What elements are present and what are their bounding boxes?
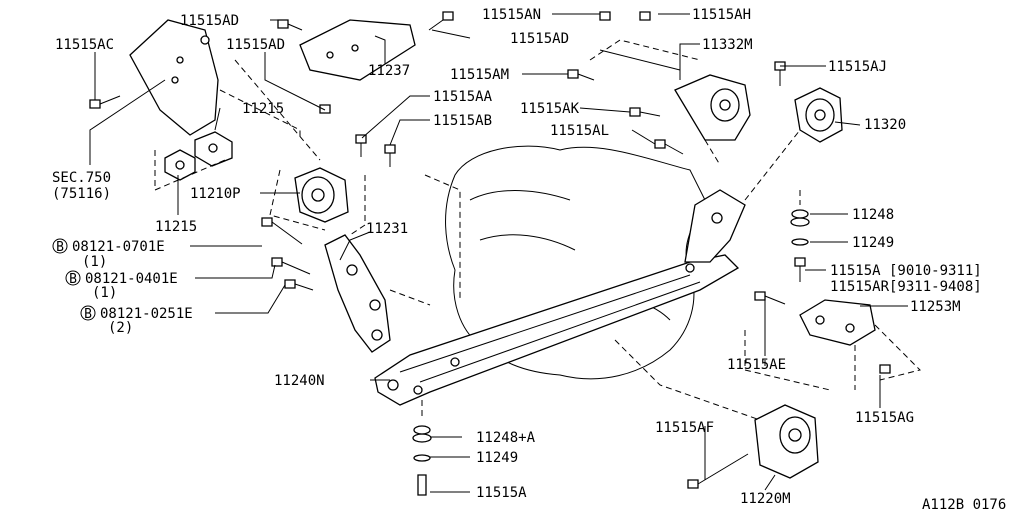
bolt-marker-icon: B	[56, 240, 64, 255]
label-08121-0701E: 08121-0701E	[72, 239, 165, 255]
label-11515AD-mid: 11515AD	[226, 37, 285, 53]
bracket-11253M	[799, 299, 876, 346]
label-11215-top: 11215	[242, 101, 284, 117]
label-sec750: SEC.750	[52, 170, 111, 186]
leader-lines	[89, 13, 908, 493]
bolts	[89, 11, 891, 489]
bracket-11332M	[599, 49, 751, 141]
label-11515AE: 11515AE	[727, 357, 786, 373]
label-11515AD-right: 11515AD	[510, 31, 569, 47]
label-11320: 11320	[864, 117, 906, 133]
label-11240N: 11240N	[274, 373, 325, 389]
label-08121-0701E-qty: (1)	[82, 254, 107, 270]
label-11515AK: 11515AK	[520, 101, 580, 117]
label-11515A-range: 11515A [9010-9311]	[830, 263, 982, 279]
label-11515AH: 11515AH	[692, 7, 751, 23]
bracket-11237	[299, 19, 416, 81]
label-11515AG: 11515AG	[855, 410, 914, 426]
label-11248: 11248	[852, 207, 894, 223]
bracket-11231	[324, 234, 391, 353]
label-11231: 11231	[366, 221, 408, 237]
bracket-sec750	[129, 19, 219, 136]
label-11253M: 11253M	[910, 299, 961, 315]
label-11515AF: 11515AF	[655, 420, 714, 436]
bolt-marker-icon: B	[84, 307, 92, 322]
label-11210P: 11210P	[190, 186, 241, 202]
label-11515AL: 11515AL	[550, 123, 609, 139]
label-08121-0251E-qty: (2)	[108, 320, 133, 336]
insulator-11320	[794, 87, 843, 143]
bolt-marker-icons: B B B	[52, 238, 96, 322]
label-11515A-bottom: 11515A	[476, 485, 527, 501]
label-sec75116: (75116)	[52, 186, 111, 202]
label-08121-0251E: 08121-0251E	[100, 306, 193, 322]
label-11248A: 11248+A	[476, 430, 536, 446]
label-11515AN: 11515AN	[482, 7, 541, 23]
label-08121-0401E-qty: (1)	[92, 285, 117, 301]
crossmember-11240N	[374, 189, 746, 406]
spacer-11215	[164, 131, 233, 181]
label-11237: 11237	[368, 63, 410, 79]
label-11515AR-range: 11515AR[9311-9408]	[830, 279, 982, 295]
label-11515AD-top: 11515AD	[180, 13, 239, 29]
label-11249-right: 11249	[852, 235, 894, 251]
part-labels: 11515AD 11515AN 11515AH 11515AC 11515AD …	[52, 7, 1006, 512]
assembly-dashed-lines	[154, 39, 921, 421]
rubber-11248A	[412, 425, 432, 496]
rubber-11248	[790, 209, 810, 246]
label-11332M: 11332M	[702, 37, 753, 53]
label-11249-bottom: 11249	[476, 450, 518, 466]
bolt-marker-icon: B	[69, 272, 77, 287]
label-11515AA: 11515AA	[433, 89, 493, 105]
insulator-11220M	[754, 404, 819, 479]
diagram-reference-code: A112B 0176	[922, 497, 1006, 512]
label-11515AM: 11515AM	[450, 67, 509, 83]
label-11215-bottom: 11215	[155, 219, 197, 235]
label-11515AB: 11515AB	[433, 113, 492, 129]
label-11220M: 11220M	[740, 491, 791, 507]
label-11515AJ: 11515AJ	[828, 59, 887, 75]
label-11515AC: 11515AC	[55, 37, 114, 53]
insulator-11210P	[294, 167, 349, 223]
label-08121-0401E: 08121-0401E	[85, 271, 178, 287]
